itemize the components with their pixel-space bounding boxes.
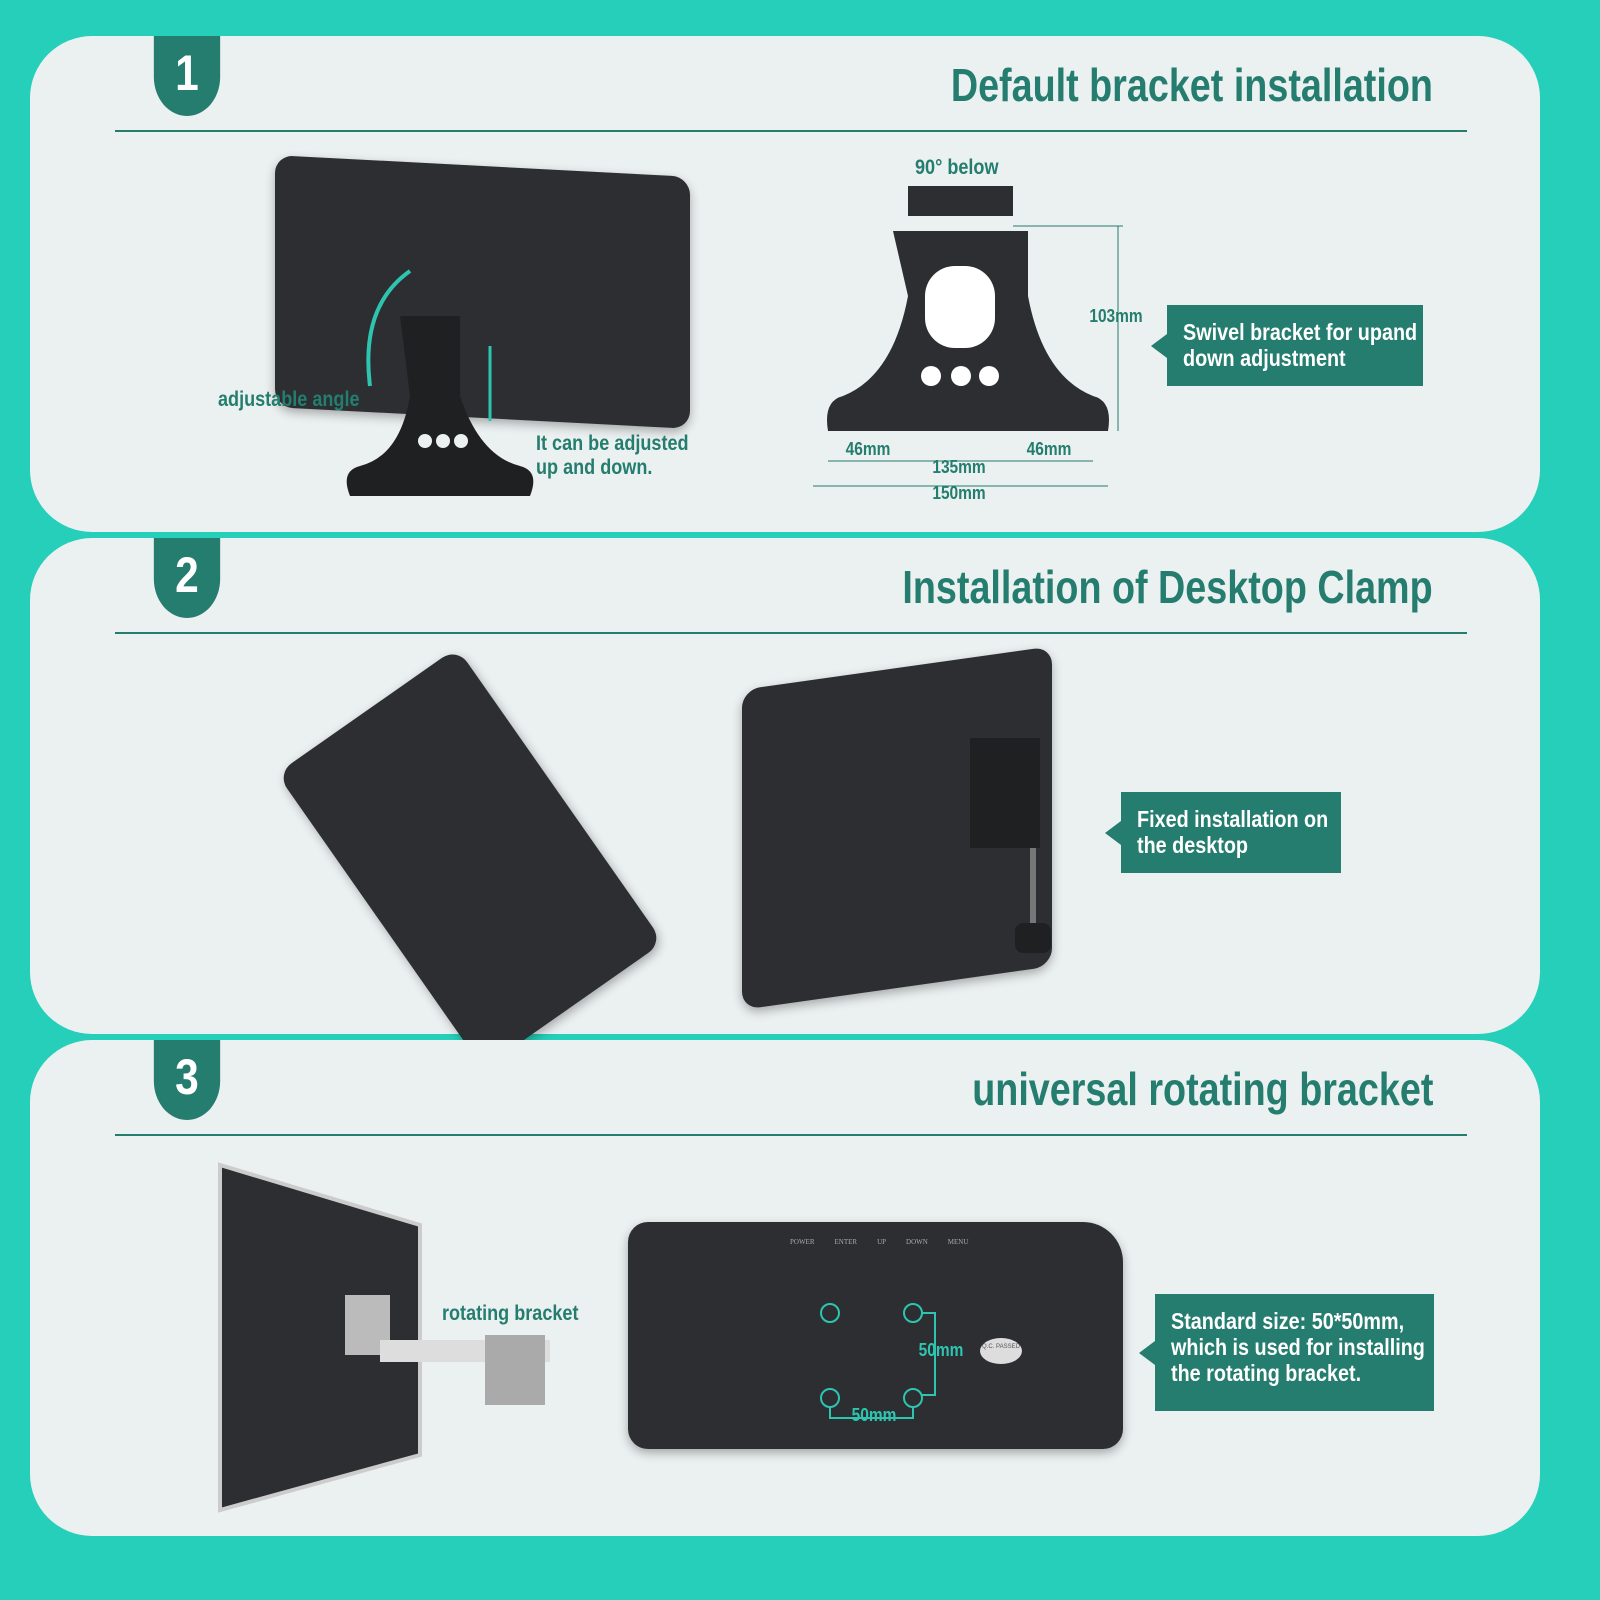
vesa-holes-diagram <box>820 1303 936 1419</box>
angle-arrow-icon <box>366 269 412 387</box>
updown-label-1: It can be adjusted <box>536 432 689 455</box>
button-label: UP <box>877 1238 887 1246</box>
monitor-arm-image <box>218 1162 550 1513</box>
updown-arrow-icon <box>488 346 492 421</box>
adjustable-angle-label: adjustable angle <box>218 388 360 411</box>
divider <box>115 632 1467 634</box>
callout-line: the rotating bracket. <box>1171 1360 1362 1386</box>
button-label: POWER <box>790 1238 815 1246</box>
button-label: ENTER <box>834 1238 858 1246</box>
divider <box>115 130 1467 132</box>
bracket-image <box>346 316 534 496</box>
dim-inner: 135mm <box>932 457 986 477</box>
button-label: DOWN <box>906 1238 928 1246</box>
section-default-bracket: 1 Default bracket installation adjustabl… <box>30 36 1540 532</box>
callout-line: Standard size: 50*50mm, <box>1171 1308 1405 1334</box>
callout-line: which is used for installing <box>1171 1334 1425 1360</box>
rotating-bracket-label: rotating bracket <box>442 1302 579 1325</box>
callout-line: down adjustment <box>1183 345 1346 371</box>
section-title: Installation of Desktop Clamp <box>902 561 1433 613</box>
swivel-callout: Swivel bracket for upand down adjustment <box>1151 305 1423 386</box>
dim-right-slot: 46mm <box>1026 439 1072 459</box>
section-title: universal rotating bracket <box>971 1063 1433 1115</box>
desktop-callout: Fixed installation on the desktop <box>1105 792 1341 873</box>
device-tilted-image <box>276 647 664 1069</box>
step-number: 2 <box>153 538 221 618</box>
device-back-image <box>628 1222 1123 1449</box>
step-number: 1 <box>153 36 221 116</box>
dim-outer: 150mm <box>932 483 986 503</box>
button-labels: POWER ENTER UP DOWN MENU <box>790 1238 968 1246</box>
dim-height: 103mm <box>1089 306 1143 326</box>
divider <box>115 1134 1467 1136</box>
bracket-diagram <box>813 186 1123 487</box>
section-title: Default bracket installation <box>950 59 1433 111</box>
callout-line: the desktop <box>1137 832 1249 858</box>
step-number: 3 <box>153 1040 221 1120</box>
updown-label-2: up and down. <box>536 456 653 479</box>
dim-vertical: 50mm <box>918 1340 964 1360</box>
section-desktop-clamp: 2 Installation of Desktop Clamp Fixed in… <box>30 538 1540 1069</box>
below-label: 90° below <box>915 156 999 179</box>
callout-line: Swivel bracket for upand <box>1183 319 1418 345</box>
section-rotating-bracket: 3 universal rotating bracket rotating br… <box>30 1040 1540 1536</box>
qc-badge: Q.C. PASSED <box>980 1338 1022 1364</box>
standard-size-callout: Standard size: 50*50mm, which is used fo… <box>1139 1294 1434 1411</box>
dim-left-slot: 46mm <box>845 439 891 459</box>
dim-horizontal: 50mm <box>851 1405 897 1425</box>
button-label: MENU <box>947 1238 969 1246</box>
clamp-image <box>970 738 1051 953</box>
callout-line: Fixed installation on <box>1137 806 1329 832</box>
